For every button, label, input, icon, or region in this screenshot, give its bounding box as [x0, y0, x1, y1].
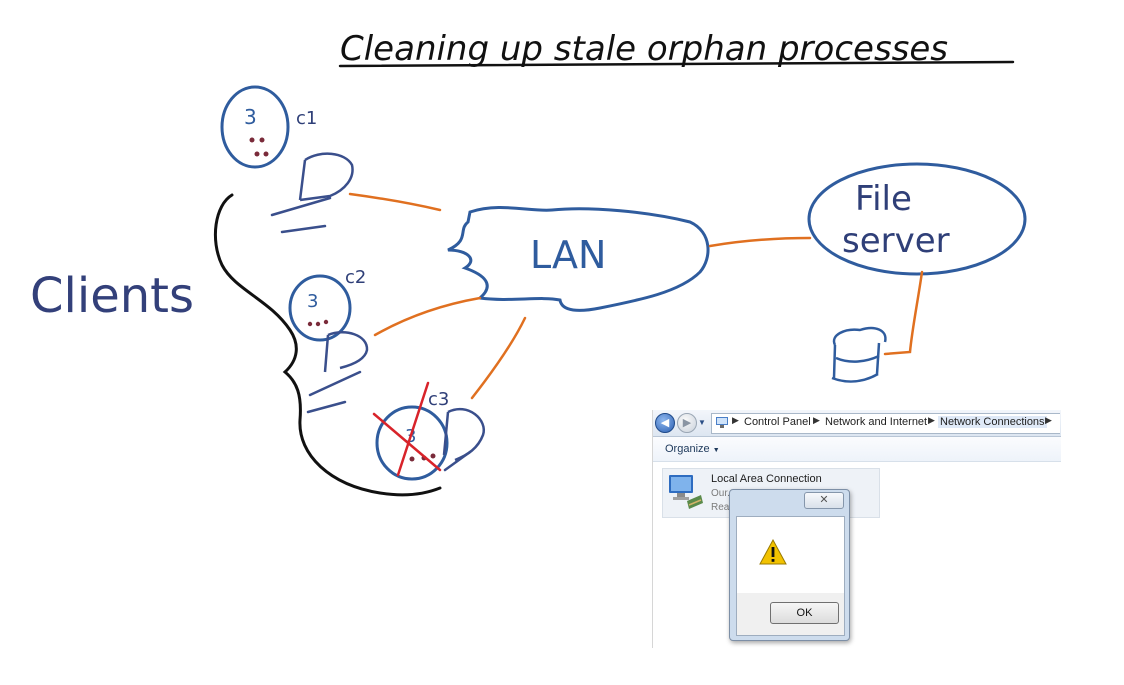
laptop-screen-c3 — [442, 407, 486, 462]
warning-dialog: ✕ OK — [729, 489, 850, 641]
breadcrumb-separator-icon[interactable]: ▶ — [732, 415, 739, 425]
bubble-brace-c2: 3 — [307, 291, 318, 312]
breadcrumb-network-connections[interactable]: Network Connections — [938, 416, 1047, 428]
process-dot — [315, 321, 321, 327]
warning-icon — [759, 539, 787, 565]
title-underline — [338, 60, 1015, 68]
explorer-window: ◀ ▶ ▼ ▶ Control Panel ▶ Network and Inte… — [652, 410, 1061, 648]
process-dot — [307, 321, 313, 327]
breadcrumb-control-panel[interactable]: Control Panel — [744, 416, 811, 428]
process-bubble-c2 — [288, 274, 352, 342]
breadcrumb-separator-icon[interactable]: ▶ — [928, 415, 935, 425]
file-server-bubble — [807, 162, 1027, 276]
lan-cloud — [447, 206, 710, 312]
client-label-c2: c2 — [345, 267, 366, 288]
client-label-c3: c3 — [428, 389, 449, 410]
laptop-base-c1 — [270, 196, 332, 234]
file-server-label-line1: File — [855, 179, 912, 219]
back-arrow-icon: ◀ — [660, 417, 670, 429]
breadcrumb-separator-icon[interactable]: ▶ — [1045, 415, 1052, 425]
back-button[interactable]: ◀ — [655, 413, 675, 433]
process-dot — [254, 151, 260, 157]
dialog-close-button[interactable]: ✕ — [804, 492, 844, 509]
laptop-screen-c1 — [298, 152, 354, 202]
breadcrumb[interactable]: ▶ Control Panel ▶ Network and Internet ▶… — [711, 413, 1060, 434]
link-c2-lan — [373, 296, 482, 337]
forward-button[interactable]: ▶ — [677, 413, 697, 433]
lan-label: LAN — [530, 233, 606, 277]
process-dot — [409, 456, 415, 462]
forward-arrow-icon: ▶ — [682, 417, 692, 429]
process-dot — [259, 137, 265, 143]
client-label-c1: c1 — [296, 108, 317, 129]
breadcrumb-separator-icon[interactable]: ▶ — [813, 415, 820, 425]
control-panel-icon — [716, 417, 728, 428]
crash-cross-icon — [372, 381, 442, 477]
command-bar: Organize ▼ — [653, 437, 1061, 462]
address-bar: ◀ ▶ ▼ ▶ Control Panel ▶ Network and Inte… — [653, 410, 1061, 437]
laptop-base-c3 — [443, 450, 472, 472]
bubble-brace-c1: 3 — [244, 105, 257, 129]
storage-icon — [831, 326, 887, 383]
chevron-down-icon: ▼ — [712, 447, 720, 454]
dialog-body: OK — [736, 516, 845, 636]
laptop-base-c2 — [306, 370, 362, 414]
connection-status: Our... — [711, 488, 736, 499]
process-bubble-c1 — [220, 85, 290, 169]
close-icon: ✕ — [819, 494, 829, 506]
network-adapter-icon — [669, 475, 703, 509]
ok-button[interactable]: OK — [770, 602, 839, 624]
clients-label: Clients — [30, 268, 194, 324]
laptop-screen-c2 — [323, 331, 369, 373]
process-bubble-c3 — [375, 405, 449, 481]
link-lan-server — [708, 236, 812, 248]
link-c3-lan — [470, 316, 527, 400]
clients-brace — [213, 193, 442, 497]
client-2: 3 c2 — [288, 267, 369, 414]
breadcrumb-network-and-internet[interactable]: Network and Internet — [825, 416, 928, 428]
client-3: 3 c3 — [372, 381, 486, 481]
file-server-label-line2: server — [842, 221, 950, 261]
process-dot — [323, 319, 329, 325]
organize-label: Organize — [665, 443, 710, 455]
process-dot — [430, 453, 436, 459]
process-dot — [263, 151, 269, 157]
link-server-storage — [883, 270, 924, 356]
recent-pages-dropdown-icon[interactable]: ▼ — [698, 418, 706, 427]
link-c1-lan — [348, 192, 442, 212]
process-dot — [249, 137, 255, 143]
connection-name: Local Area Connection — [711, 473, 822, 485]
organize-menu-button[interactable]: Organize ▼ — [665, 443, 720, 455]
client-1: 3 c1 — [220, 85, 354, 234]
